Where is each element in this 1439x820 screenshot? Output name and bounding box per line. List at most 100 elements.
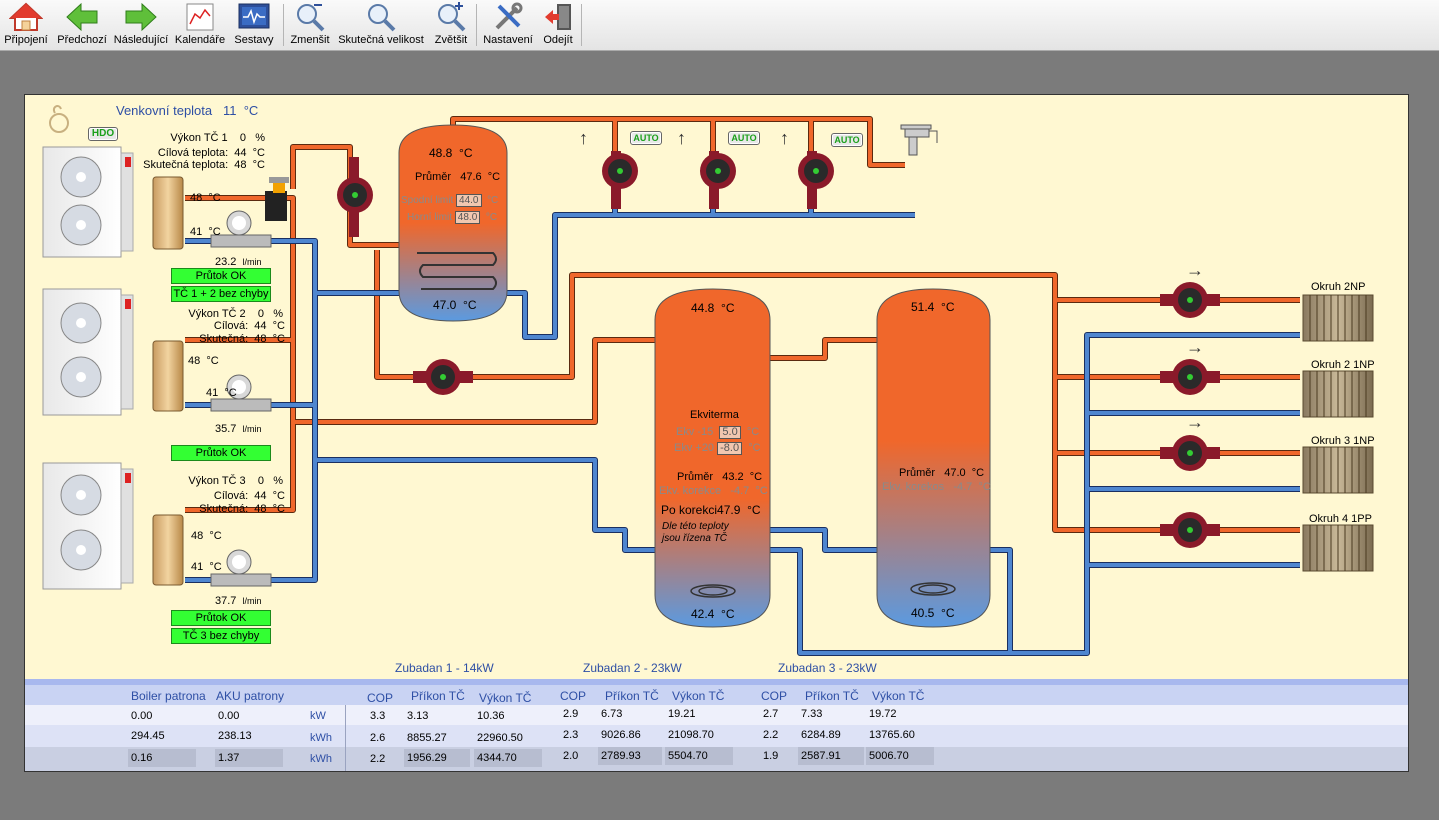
accumulation-tank-1 (654, 288, 771, 628)
heat-exchanger-2 (152, 340, 184, 412)
circulation-pump-circuit-4 (1160, 512, 1220, 548)
circulation-pump-dhw-1 (602, 151, 638, 209)
settings-button[interactable]: Nastavení (480, 0, 536, 50)
aku2-bottom-temp: 40.5 °C (911, 606, 955, 620)
aku1-ekv-minus15-input[interactable]: 5.0 (719, 426, 741, 439)
connect-button[interactable]: Připojení (3, 0, 49, 50)
aku-value: 238.13 (218, 730, 252, 742)
boiler-upper-limit: Horní limit 48.0 °C (407, 211, 498, 224)
aku1-note-line2: jsou řízena TČ (662, 533, 728, 544)
boiler-bottom-temp: 47.0 °C (433, 298, 477, 312)
circuit-4-label: Okruh 4 1PP (1309, 513, 1372, 525)
hp1-power: Výkon TČ 1 0 % (170, 132, 265, 144)
circulation-pump-boiler (337, 157, 373, 237)
flow-meter-3 (210, 549, 272, 587)
aku2-top-temp: 51.4 °C (911, 300, 955, 314)
z2-output-value: 19.21 (668, 708, 696, 720)
magnifier-icon (368, 4, 396, 32)
arrow-up-icon: ↑ (677, 128, 686, 148)
tools-icon (495, 2, 523, 30)
hp2-target: Cílová: 44 °C (213, 320, 285, 332)
boiler-lower-limit-input[interactable]: 44.0 (456, 194, 482, 207)
outdoor-temperature: Venkovní teplota 11 °C (116, 104, 258, 117)
hp3-flow: 37.7 l/min (215, 595, 262, 607)
arrow-right-icon (125, 2, 157, 32)
unit-label: kW (310, 710, 326, 722)
z2-input-value: 9026.86 (601, 729, 641, 741)
next-button[interactable]: Následující (113, 0, 169, 50)
z3-input-header: Příkon TČ (805, 689, 859, 703)
hp2-flow: 35.7 l/min (215, 423, 262, 435)
hp1-return-temp: 41 °C (190, 226, 221, 238)
circuit-1-label: Okruh 2NP (1311, 281, 1366, 293)
hp3-return-temp: 41 °C (191, 561, 222, 573)
aku2-average: Průměr 47.0 °C (899, 467, 985, 479)
z2-input-value: 2789.93 (601, 750, 641, 762)
z3-input-value: 7.33 (801, 708, 823, 720)
heating-schema-panel: Venkovní teplota 11 °C HDO Výkon TČ 1 0 … (24, 94, 1409, 772)
heat-pump-unit-1 (42, 146, 134, 258)
heat-pump-unit-2 (42, 288, 134, 416)
aku1-ekv-plus20: Ekv +20 -8.0 °C (674, 442, 761, 455)
boiler-value: 0.00 (131, 710, 153, 722)
previous-button[interactable]: Předchozí (55, 0, 109, 50)
boiler-lower-limit: Spodní limit 44.0 °C (401, 194, 499, 207)
aku1-ekviterma-title: Ekviterma (690, 409, 739, 421)
dhw-pump-1-auto-toggle[interactable]: AUTO (630, 131, 662, 145)
hp3-power: Výkon TČ 3 0 % (188, 475, 283, 487)
aku1-correction: Ekv. korekce -4.7 °C (659, 485, 768, 497)
zoom-out-button[interactable]: Zmenšit (288, 0, 332, 50)
dhw-pump-2-auto-toggle[interactable]: AUTO (728, 131, 760, 145)
aku1-bottom-temp: 42.4 °C (691, 607, 735, 621)
exit-button[interactable]: Odejít (538, 0, 578, 50)
z1-output-value: 4344.70 (477, 752, 517, 764)
aku1-ekv-plus20-input[interactable]: -8.0 (717, 442, 743, 455)
z2-output-value: 5504.70 (668, 750, 708, 762)
hp1-flow-status: Průtok OK (171, 268, 271, 284)
hp3-flow-status: Průtok OK (171, 610, 271, 626)
z3-output-value: 5006.70 (869, 750, 909, 762)
hp12-error-status: TČ 1 + 2 bez chyby (171, 286, 271, 302)
z2-cop-value: 2.0 (563, 750, 579, 762)
arrow-left-icon (66, 2, 98, 32)
z1-output-value: 10.36 (477, 710, 505, 722)
unit-label: kWh (310, 753, 332, 765)
boiler-tank (398, 124, 508, 322)
hp1-outlet-temp: 48 °C (190, 192, 221, 204)
actual-size-button[interactable]: Skutečná velikost (336, 0, 426, 50)
calendars-button[interactable]: Kalendáře (173, 0, 227, 50)
zubadan-3-title: Zubadan 3 - 23kW (778, 661, 877, 675)
brand-logo-icon (49, 105, 69, 133)
toolbar-divider (476, 4, 477, 46)
z3-cop-value: 2.2 (763, 729, 779, 741)
aku1-top-temp: 44.8 °C (691, 301, 735, 315)
boiler-upper-limit-input[interactable]: 48.0 (454, 211, 481, 224)
three-way-valve-icon (265, 177, 289, 221)
reports-button[interactable]: Sestavy (231, 0, 277, 50)
z1-output-header: Výkon TČ (479, 691, 532, 705)
circulation-pump-charge (413, 359, 473, 395)
z3-output-value: 13765.60 (869, 729, 915, 741)
z2-cop-value: 2.9 (563, 708, 579, 720)
zubadan-2-title: Zubadan 2 - 23kW (583, 661, 682, 675)
z2-input-header: Příkon TČ (605, 689, 659, 703)
z1-input-value: 8855.27 (407, 732, 447, 744)
hp1-flow: 23.2 l/min (215, 256, 262, 268)
z3-cop-value: 2.7 (763, 708, 779, 720)
circuit-2-label: Okruh 2 1NP (1311, 359, 1375, 371)
zoom-in-button[interactable]: Zvětšit (430, 0, 472, 50)
hp1-actual: Skutečná teplota: 48 °C (143, 159, 265, 171)
flow-meter-1 (210, 210, 272, 248)
aku1-ekv-minus15: Ekv -15 5.0 °C (676, 426, 760, 439)
circulation-pump-dhw-2 (700, 151, 736, 209)
z2-input-value: 6.73 (601, 708, 623, 720)
z3-input-value: 2587.91 (801, 750, 841, 762)
circulation-pump-circuit-3 (1160, 435, 1220, 471)
circulation-pump-dhw-3 (798, 151, 834, 209)
hp2-flow-status: Průtok OK (171, 445, 271, 461)
hydraulic-diagram (42, 105, 1374, 656)
accumulation-tank-2 (876, 288, 991, 628)
stats-row-current (25, 705, 1408, 725)
dhw-pump-3-auto-toggle[interactable]: AUTO (831, 133, 863, 147)
z1-output-value: 22960.50 (477, 732, 523, 744)
